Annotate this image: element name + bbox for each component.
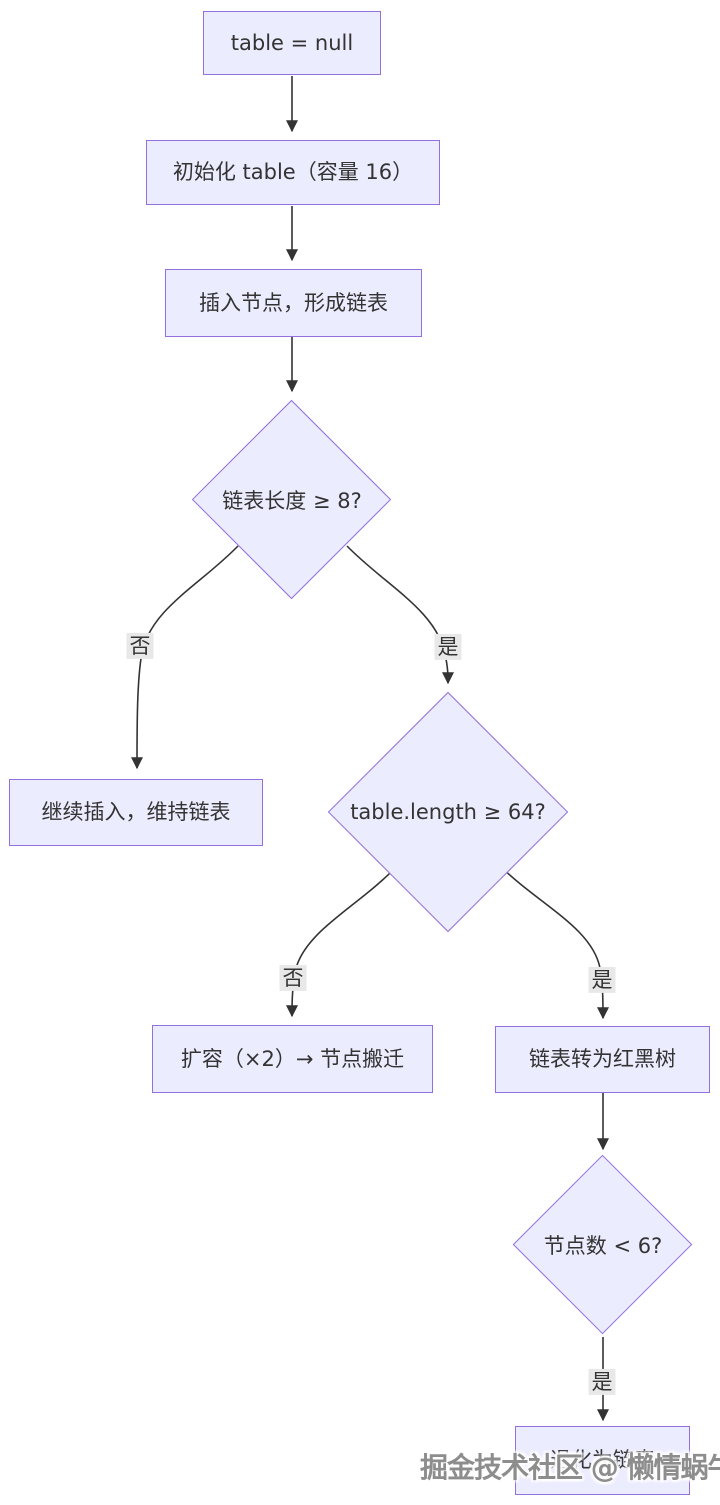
edge-label-table-len-yes: 是 bbox=[588, 966, 616, 994]
decision-list-len-label: 链表长度 ≥ 8? bbox=[222, 489, 362, 513]
node-resize-rehash: 扩容（×2）→ 节点搬迁 bbox=[152, 1025, 433, 1093]
node-untreeify: 退化为链表 bbox=[515, 1426, 690, 1495]
node-start: table = null bbox=[203, 11, 381, 75]
edge-label-table-len-no: 否 bbox=[279, 964, 307, 992]
decision-node-count-label: 节点数 < 6? bbox=[543, 1234, 663, 1258]
watermark-text: 掘金技术社区 @ 懒情蜗牛 bbox=[420, 1451, 720, 1484]
node-keep-linked-list: 继续插入，维持链表 bbox=[9, 779, 263, 846]
edge-label-list-len-yes: 是 bbox=[434, 633, 462, 661]
node-init-table: 初始化 table（容量 16） bbox=[146, 140, 440, 205]
node-treeify: 链表转为红黑树 bbox=[495, 1026, 710, 1093]
edge-table-len-no bbox=[286, 865, 398, 1018]
decision-table-len-label: table.length ≥ 64? bbox=[350, 800, 546, 824]
edge-label-list-len-no: 否 bbox=[126, 632, 154, 660]
edge-label-node-count-yes: 是 bbox=[588, 1368, 616, 1396]
edge-table-len-yes bbox=[499, 865, 609, 1020]
node-insert-linked-list: 插入节点，形成链表 bbox=[165, 269, 422, 337]
edge-list-len-yes bbox=[346, 545, 454, 685]
